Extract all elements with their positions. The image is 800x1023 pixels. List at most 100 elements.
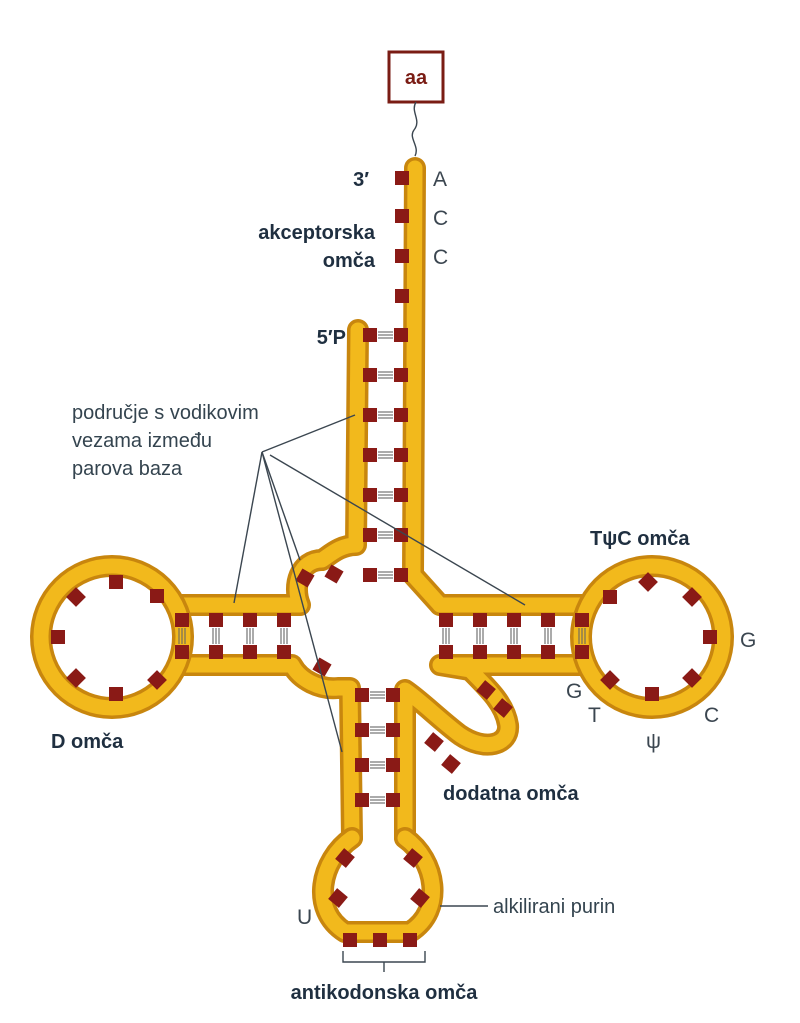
amino-acid-group: aa xyxy=(389,52,443,156)
anticodon-stem-hbond-3 xyxy=(370,797,385,803)
acceptor-overhang-base-0 xyxy=(395,171,409,185)
acceptor-loop-label-1: akceptorska xyxy=(258,222,376,244)
t-stem-base-top-4 xyxy=(575,613,589,627)
acceptor-stem-hbond-2 xyxy=(378,412,393,418)
acceptor-stem-base-3p-2 xyxy=(394,408,408,422)
amino-acid-label: aa xyxy=(405,67,428,89)
d-loop-base-6 xyxy=(150,589,164,603)
hbond-region-label-3: parova baza xyxy=(72,458,183,480)
tpsic-base-c: C xyxy=(704,704,719,727)
d-loop-base-4 xyxy=(109,687,123,701)
d-stem-hbond-1 xyxy=(213,628,219,644)
t-loop-base-1 xyxy=(603,590,617,604)
t-stem-base-bottom-0 xyxy=(439,645,453,659)
t-stem-base-top-3 xyxy=(541,613,555,627)
t-stem-base-top-1 xyxy=(473,613,487,627)
t-stem-base-bottom-4 xyxy=(575,645,589,659)
acceptor-stem-base-3p-4 xyxy=(394,488,408,502)
acceptor-stem-hbond-0 xyxy=(378,332,393,338)
extra-loop-base-1 xyxy=(441,754,461,774)
acceptor-stem-base-3p-3 xyxy=(394,448,408,462)
anticodon-stem-base-left-3 xyxy=(355,793,369,807)
acceptor-loop-label-2: omča xyxy=(323,250,376,272)
t-stem-base-bottom-1 xyxy=(473,645,487,659)
d-stem-base-top-1 xyxy=(209,613,223,627)
anticodon-bracket xyxy=(343,951,425,972)
acceptor-overhang-base-1 xyxy=(395,209,409,223)
anticodon-stem-base-right-1 xyxy=(386,723,400,737)
anticodon-loop-label: antikodonska omča xyxy=(291,982,479,1004)
t-loop-base-3 xyxy=(703,630,717,644)
tpsic-base-g-inner: G xyxy=(566,680,582,703)
t-stem-base-bottom-3 xyxy=(541,645,555,659)
t-stem-base-bottom-2 xyxy=(507,645,521,659)
d-stem-base-bottom-0 xyxy=(175,645,189,659)
d-stem-base-top-3 xyxy=(277,613,291,627)
extra-loop-base-0 xyxy=(424,732,444,752)
alkylated-purine-label: alkilirani purin xyxy=(493,896,615,918)
anticodon-base-0 xyxy=(343,933,357,947)
d-stem-base-top-2 xyxy=(243,613,257,627)
acceptor-stem-base-3p-6 xyxy=(394,568,408,582)
t-stem-hbond-2 xyxy=(511,628,517,644)
d-stem-base-bottom-2 xyxy=(243,645,257,659)
t-stem-base-top-2 xyxy=(507,613,521,627)
anticodon-base-1 xyxy=(373,933,387,947)
tpsic-base-g-outer: G xyxy=(740,629,756,652)
t-stem-hbond-1 xyxy=(477,628,483,644)
anticodon-stem-hbond-0 xyxy=(370,692,385,698)
d-stem-hbond-2 xyxy=(247,628,253,644)
d-loop-base-0 xyxy=(109,575,123,589)
d-stem-base-bottom-1 xyxy=(209,645,223,659)
extra-loop-label: dodatna omča xyxy=(443,783,579,805)
acceptor-stem-base-5p-0 xyxy=(363,328,377,342)
anticodon-stem-base-left-0 xyxy=(355,688,369,702)
anticodon-base-2 xyxy=(403,933,417,947)
acceptor-stem-base-3p-0 xyxy=(394,328,408,342)
acceptor-stem-hbond-6 xyxy=(378,572,393,578)
acceptor-stem-hbond-5 xyxy=(378,532,393,538)
hbond-region-label-1: područje s vodikovim xyxy=(72,402,259,424)
acceptor-base-a: A xyxy=(433,168,447,191)
acceptor-stem-base-5p-3 xyxy=(363,448,377,462)
tpsic-loop-label: TψC omča xyxy=(590,528,690,550)
nucleotide-bases xyxy=(51,171,717,947)
t-loop-base-5 xyxy=(645,687,659,701)
t-stem-base-top-0 xyxy=(439,613,453,627)
d-loop-base-2 xyxy=(51,630,65,644)
acceptor-stem-base-3p-1 xyxy=(394,368,408,382)
hbond-region-label-2: vezama između xyxy=(72,430,212,452)
acceptor-overhang-base-3 xyxy=(395,289,409,303)
acceptor-stem-hbond-4 xyxy=(378,492,393,498)
anticodon-stem-base-right-3 xyxy=(386,793,400,807)
acceptor-base-c2: C xyxy=(433,246,448,269)
amino-acid-link xyxy=(412,102,417,156)
anticodon-stem-base-left-2 xyxy=(355,758,369,772)
anticodon-stem-base-right-2 xyxy=(386,758,400,772)
acceptor-stem-hbond-1 xyxy=(378,372,393,378)
three-prime-label: 3′ xyxy=(353,169,369,191)
acceptor-stem-base-5p-4 xyxy=(363,488,377,502)
t-stem-hbond-0 xyxy=(443,628,449,644)
acceptor-base-c1: C xyxy=(433,207,448,230)
tpsic-base-psi: ψ xyxy=(646,730,661,753)
anticodon-stem-hbond-2 xyxy=(370,762,385,768)
five-prime-label: 5′P xyxy=(317,327,346,349)
tpsic-base-t: T xyxy=(588,704,601,727)
acceptor-overhang-base-2 xyxy=(395,249,409,263)
hbond-leader-lines xyxy=(234,415,525,752)
anticodon-stem-hbond-1 xyxy=(370,727,385,733)
acceptor-stem-base-5p-5 xyxy=(363,528,377,542)
acceptor-stem-base-5p-2 xyxy=(363,408,377,422)
t-stem-hbond-3 xyxy=(545,628,551,644)
d-stem-base-bottom-3 xyxy=(277,645,291,659)
anticodon-base-u: U xyxy=(297,906,312,929)
anticodon-stem-base-right-0 xyxy=(386,688,400,702)
rna-backbone xyxy=(41,168,723,932)
acceptor-stem-hbond-3 xyxy=(378,452,393,458)
d-stem-base-top-0 xyxy=(175,613,189,627)
d-stem-hbond-3 xyxy=(281,628,287,644)
acceptor-stem-base-5p-6 xyxy=(363,568,377,582)
anticodon-stem-base-left-1 xyxy=(355,723,369,737)
